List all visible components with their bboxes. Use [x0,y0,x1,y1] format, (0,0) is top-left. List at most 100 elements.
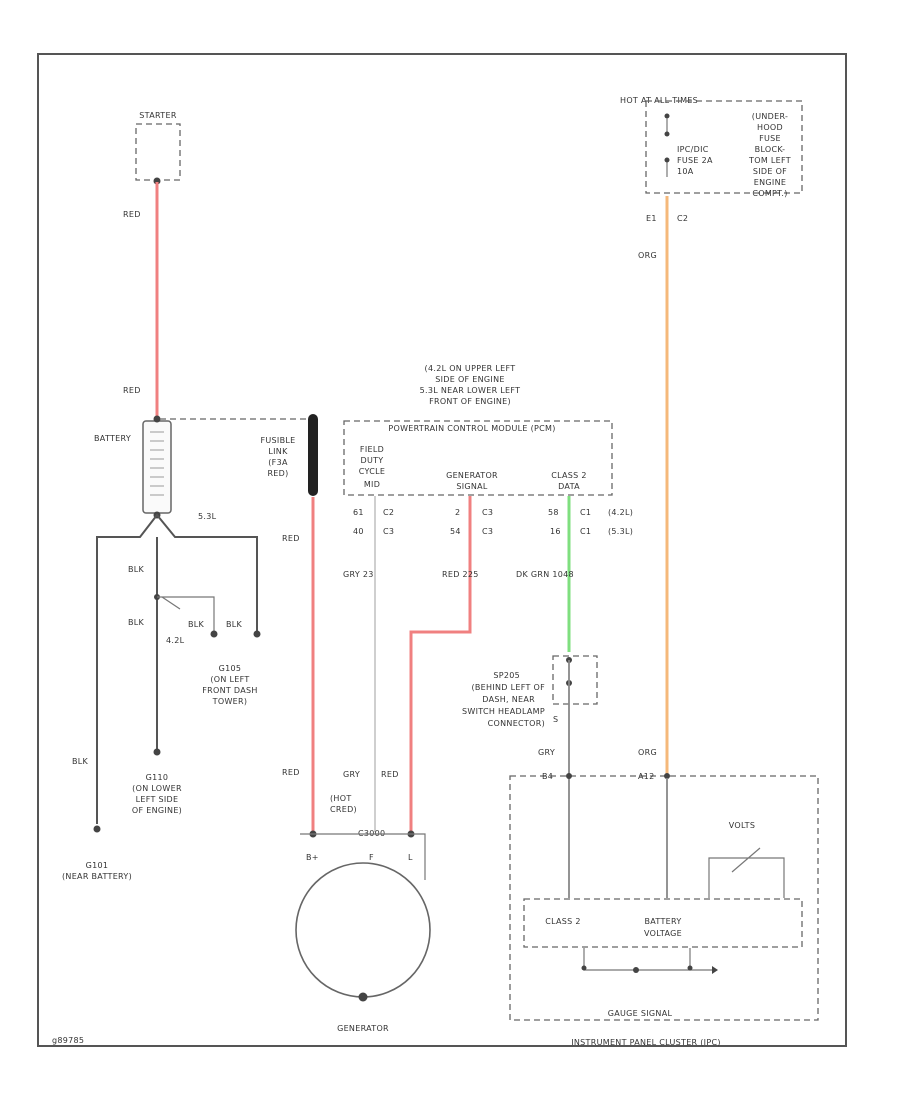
ipc-pin-a12-label: A12 [638,772,655,781]
wire-label-blk-2: BLK [128,618,145,627]
diagram-border [37,53,847,1047]
wire-label-blk-5: BLK [188,620,205,629]
svg-text:2: 2 [455,508,460,517]
svg-text:C3: C3 [482,508,493,517]
svg-text:RED): RED) [267,469,288,478]
wire-label-gry-gen: GRY [343,770,360,779]
wire-label-dk-grn: DK GRN 1048 [516,570,574,579]
ipc-pin-b4 [566,773,572,779]
label-4-2l: 4.2L [166,636,185,645]
wire-label-blk-3: BLK [72,757,89,766]
svg-text:FIELD: FIELD [360,445,384,454]
g110-label: G110 (ON LOWER LEFT SIDE OF ENGINE) [132,773,182,815]
fuse-conn-c2: C2 [677,214,688,223]
fuse-bottom [664,157,670,163]
wire-label-red-battery: RED [123,386,141,395]
svg-text:SWITCH HEADLAMP: SWITCH HEADLAMP [462,707,545,716]
g101-terminal [93,825,101,833]
svg-text:CYCLE: CYCLE [359,467,386,476]
svg-text:TOM LEFT: TOM LEFT [748,156,791,165]
svg-text:C1: C1 [580,527,591,536]
generator-housing [300,833,426,880]
svg-text:FRONT OF ENGINE): FRONT OF ENGINE) [429,397,511,406]
fusible-link [308,414,318,496]
ipc-battery-voltage-2: VOLTAGE [644,929,682,938]
gen-pin-f: F [369,853,374,862]
svg-text:COMPT.): COMPT.) [752,189,787,198]
fuse-conn-e1: E1 [646,214,657,223]
svg-text:10A: 10A [677,167,694,176]
svg-text:C3: C3 [482,527,493,536]
svg-text:5.3L NEAR LOWER LEFT: 5.3L NEAR LOWER LEFT [420,386,521,395]
svg-text:G110: G110 [146,773,169,782]
pcm-field-label: FIELD DUTY CYCLE MID [359,445,386,489]
svg-text:TOWER): TOWER) [212,697,248,706]
svg-text:LEFT SIDE: LEFT SIDE [136,795,179,804]
pcm-location: (4.2L ON UPPER LEFT SIDE OF ENGINE 5.3L … [420,364,521,406]
wire-blk-g105-42 [157,596,215,632]
generator-ground [358,992,368,1002]
svg-text:(4.2L ON UPPER LEFT: (4.2L ON UPPER LEFT [425,364,516,373]
underhood-label: (UNDER- HOOD FUSE BLOCK- TOM LEFT SIDE O… [748,112,791,198]
wire-label-red-l: RED [381,770,399,779]
pcm-name: POWERTRAIN CONTROL MODULE (PCM) [388,424,555,433]
svg-text:(5.3L): (5.3L) [608,527,633,536]
ipc-pin-b4-label: B4 [542,772,553,781]
ipc-bus-node-c [687,965,693,971]
generator-symbol [295,862,431,998]
g105-terminal-b [253,630,261,638]
pcm-box [343,420,613,496]
ipc-pin-a12 [664,773,670,779]
svg-text:LINK: LINK [268,447,288,456]
ipc-internal-bus [583,948,712,971]
svg-text:OF ENGINE): OF ENGINE) [132,806,182,815]
pcm-pin-table: 61 C2 2 C3 58 C1 (4.2L) 40 C3 54 C3 16 C… [353,508,633,536]
starter-box [135,123,181,181]
svg-text:(BEHIND LEFT OF: (BEHIND LEFT OF [471,683,545,692]
starter-terminal [153,177,161,185]
svg-text:C1: C1 [580,508,591,517]
pcm-class2-label: CLASS 2 DATA [551,471,587,491]
g110-terminal [153,748,161,756]
label-5-3l: 5.3L [198,512,217,521]
sp205-box [552,655,598,705]
wire-label-red-top: RED [123,210,141,219]
g101-label: G101 (NEAR BATTERY) [62,861,132,881]
volts-gauge [708,847,785,898]
svg-text:CONNECTOR): CONNECTOR) [488,719,545,728]
wire-label-org-bottom: ORG [638,748,657,757]
wire-label-org-top: ORG [638,251,657,260]
svg-text:DATA: DATA [558,482,580,491]
figure-code: g89785 [52,1036,84,1045]
svg-text:FUSE 2A: FUSE 2A [677,156,713,165]
gen-hot-label-1: (HOT [330,794,352,803]
starter-label: STARTER [139,111,177,120]
wire-label-blk-4: BLK [226,620,243,629]
svg-text:FUSIBLE: FUSIBLE [261,436,296,445]
svg-text:(ON LOWER: (ON LOWER [132,784,182,793]
svg-text:(ON LEFT: (ON LEFT [210,675,249,684]
svg-text:(4.2L): (4.2L) [608,508,633,517]
svg-text:SIGNAL: SIGNAL [456,482,488,491]
svg-text:(NEAR BATTERY): (NEAR BATTERY) [62,872,132,881]
svg-text:40: 40 [353,527,364,536]
svg-text:(UNDER-: (UNDER- [752,112,788,121]
battery-cells [150,431,164,496]
underhood-fuse-box [645,100,803,194]
gen-hot-label-2: CRED) [330,805,357,814]
gauge-signal-label: GAUGE SIGNAL [608,1009,673,1018]
svg-text:CLASS 2: CLASS 2 [551,471,587,480]
fusible-link-label: FUSIBLE LINK (F3A RED) [261,436,296,478]
svg-text:SIDE OF: SIDE OF [753,167,787,176]
battery-box [142,420,172,514]
wire-label-red-fusible: RED [282,534,300,543]
svg-text:HOOD: HOOD [757,123,783,132]
ipc-logic-box [523,898,803,948]
ipcm-fuse-label: IPC/DIC FUSE 2A 10A [677,145,713,176]
battery-positive [153,415,161,423]
conn-s-label: S [553,715,558,724]
wire-label-red-gen: RED [282,768,300,777]
volts-label: VOLTS [729,821,755,830]
svg-text:MID: MID [364,480,380,489]
